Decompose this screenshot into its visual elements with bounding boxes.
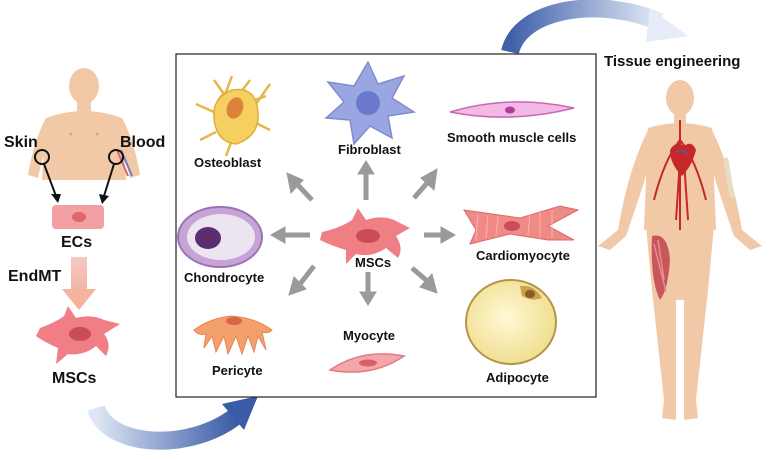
smooth-muscle-cell xyxy=(449,101,575,118)
sample-arrows xyxy=(43,163,115,204)
chondrocyte-label: Chondrocyte xyxy=(184,270,265,285)
smooth-muscle-label: Smooth muscle cells xyxy=(447,130,577,145)
osteoblast-label: Osteoblast xyxy=(194,155,262,170)
osteoblast-cell xyxy=(195,75,272,157)
bottom-curved-arrow xyxy=(87,396,258,450)
ecs-label: ECs xyxy=(61,234,93,251)
left-msc-cell xyxy=(36,306,120,364)
skin-sample-marker xyxy=(34,149,50,165)
cardiomyocyte-cell xyxy=(463,205,580,245)
myocyte-label: Myocyte xyxy=(343,328,396,343)
blood-sample-marker xyxy=(108,149,124,165)
skin-label: Skin xyxy=(4,134,38,151)
pericyte-cell xyxy=(193,315,273,356)
left-mscs-label: MSCs xyxy=(52,370,97,387)
myocyte-cell xyxy=(328,353,406,373)
chondrocyte-cell xyxy=(177,206,263,268)
cardiomyocyte-label: Cardiomyocyte xyxy=(476,248,570,263)
endmt-arrow xyxy=(62,257,96,310)
center-msc-cell xyxy=(320,208,410,264)
fibroblast-cell xyxy=(324,60,417,146)
adipocyte-label: Adipocyte xyxy=(486,370,549,385)
human-torso-illustration xyxy=(28,68,140,180)
blood-label: Blood xyxy=(120,134,166,151)
human-body-illustration xyxy=(598,80,762,420)
fibroblast-label: Fibroblast xyxy=(338,142,401,157)
differentiation-arrows xyxy=(269,160,457,306)
center-mscs-label: MSCs xyxy=(355,255,392,270)
pericyte-label: Pericyte xyxy=(212,363,263,378)
endothelial-cell xyxy=(52,205,104,229)
endmt-label: EndMT xyxy=(8,268,62,285)
top-curved-arrow xyxy=(501,0,688,55)
adipocyte-cell xyxy=(465,279,557,365)
tissue-engineering-label: Tissue engineering xyxy=(604,53,741,70)
